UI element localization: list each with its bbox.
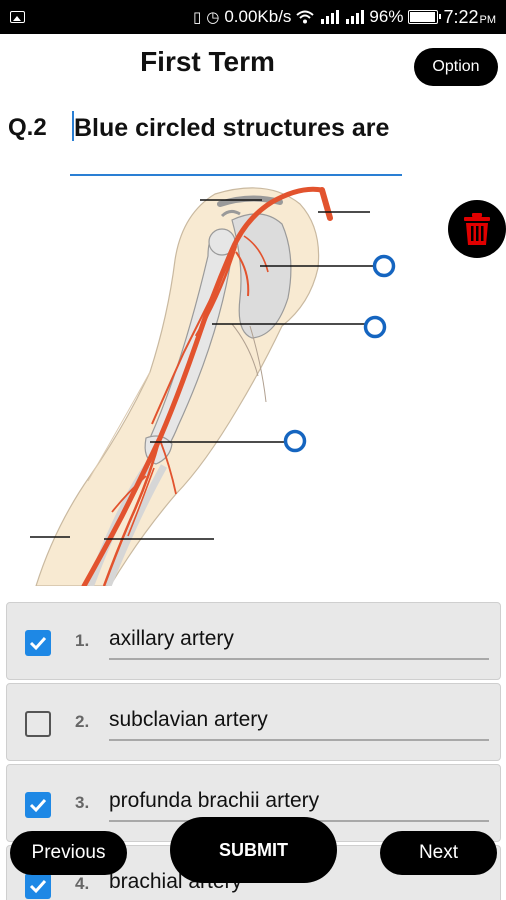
option-button[interactable]: Option <box>414 48 498 86</box>
delete-button[interactable] <box>448 200 506 258</box>
clock-time: 7:22 <box>443 6 479 27</box>
battery-percent: 96% <box>369 7 404 26</box>
checkbox-checked[interactable] <box>25 630 51 656</box>
alarm-icon: ◷ <box>206 8 220 26</box>
submit-button[interactable]: SUBMIT <box>170 817 337 883</box>
signal-icon <box>346 10 365 24</box>
arm-artery-diagram <box>30 186 396 586</box>
vibrate-icon: ▯ <box>192 8 202 26</box>
marker-circle <box>363 315 387 339</box>
question-text: Blue circled structures are <box>74 114 390 142</box>
option-input[interactable]: axillary artery <box>109 623 489 660</box>
wifi-icon <box>296 10 315 24</box>
marker-circle <box>372 254 396 278</box>
question-input[interactable]: Blue circled structures are <box>70 110 402 176</box>
clock-ampm: PM <box>479 13 497 26</box>
trash-icon <box>464 213 490 245</box>
clock: 7:22PM <box>443 7 496 28</box>
option-text: profunda brachii artery <box>109 789 320 812</box>
text-cursor <box>72 111 74 141</box>
option-number: 1. <box>75 631 90 650</box>
artery-main <box>81 186 325 586</box>
gallery-icon <box>10 11 25 23</box>
option-number: 4. <box>75 874 90 893</box>
network-speed: 0.00Kb/s <box>224 7 292 26</box>
checkbox-checked[interactable] <box>25 792 51 818</box>
answer-option[interactable]: 2. subclavian artery <box>6 683 501 761</box>
previous-button[interactable]: Previous <box>10 831 127 875</box>
check-icon <box>29 879 47 894</box>
checkbox-unchecked[interactable] <box>25 711 51 737</box>
page-title: First Term <box>140 46 275 77</box>
checkbox-checked[interactable] <box>25 873 51 899</box>
option-input[interactable]: subclavian artery <box>109 704 489 741</box>
scapula <box>231 213 292 339</box>
option-number: 3. <box>75 793 90 812</box>
option-number: 2. <box>75 712 90 731</box>
check-icon <box>29 636 47 651</box>
check-icon <box>29 798 47 813</box>
option-text: subclavian artery <box>109 708 268 731</box>
marker-circle <box>283 429 307 453</box>
signal-icon <box>321 10 340 24</box>
question-number: Q.2 <box>8 114 47 141</box>
battery-icon <box>408 10 442 24</box>
status-bar: ▯ ◷ 0.00Kb/s 96% 7:22PM <box>0 0 506 34</box>
option-text: axillary artery <box>109 627 234 650</box>
next-button[interactable]: Next <box>380 831 497 875</box>
answer-option[interactable]: 1. axillary artery <box>6 602 501 680</box>
